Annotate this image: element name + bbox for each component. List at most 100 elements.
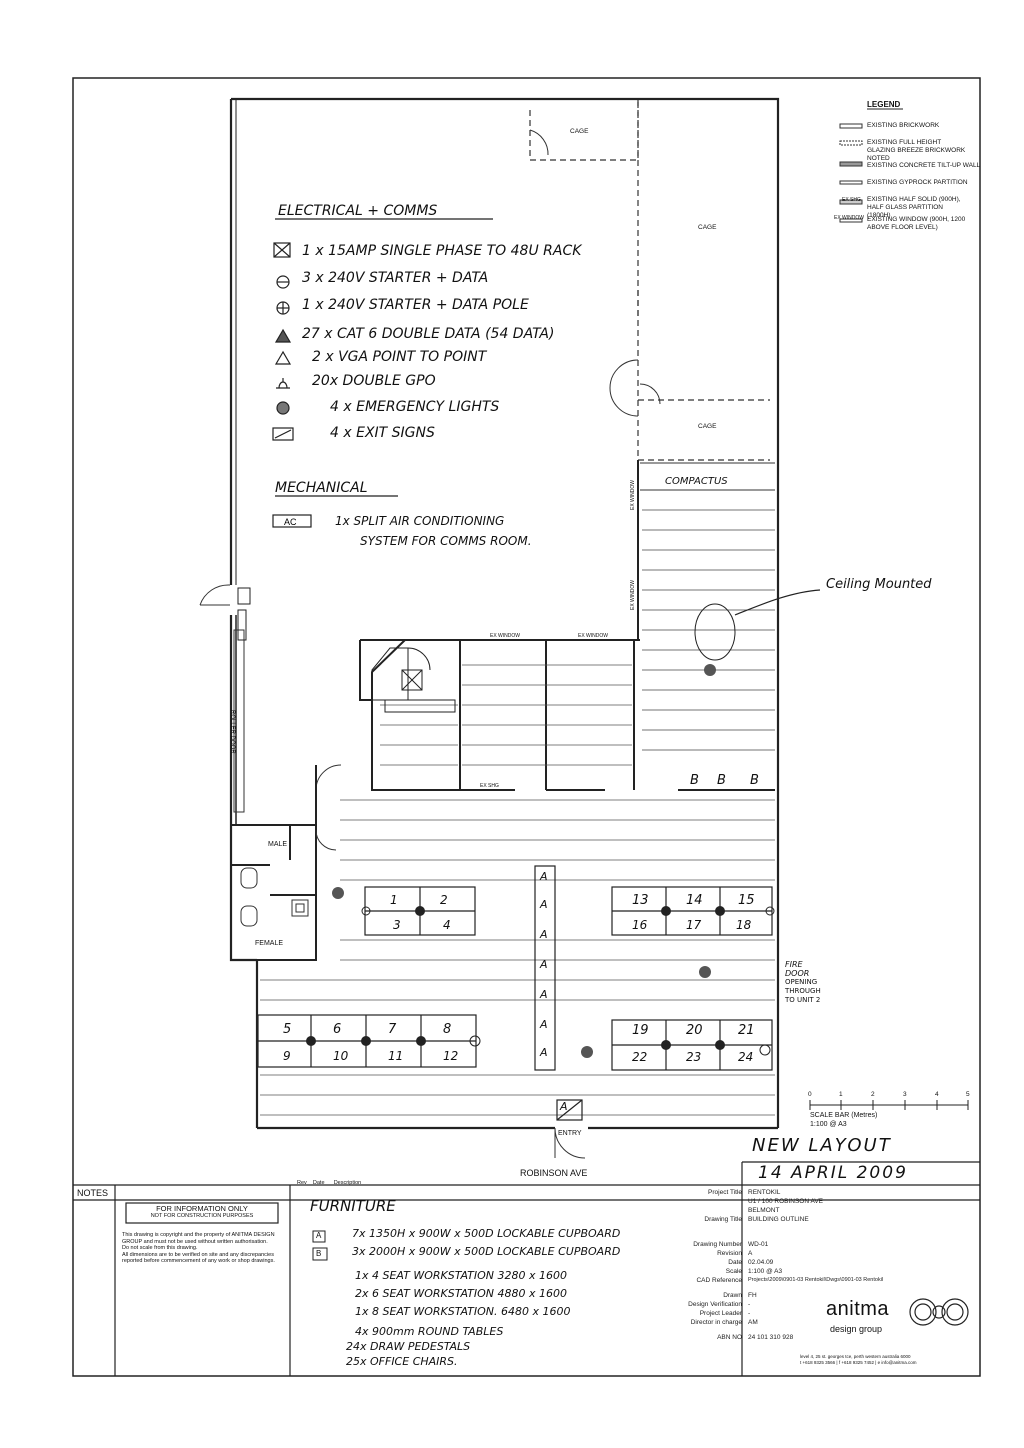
field-design-verification: Design Verification-	[680, 1300, 980, 1309]
scale-tick-1: 1	[839, 1091, 843, 1098]
ws-21: 21	[738, 1023, 755, 1038]
female-label: FEMALE	[255, 940, 284, 947]
field-key: Project Title	[708, 1189, 742, 1196]
ws-16: 16	[632, 918, 648, 932]
field-address: U1 / 100 ROBINSON AVE	[680, 1197, 980, 1206]
fire-door-line-3: OPENING	[785, 978, 818, 986]
roller-door-label: ROLLER DOOR	[229, 710, 235, 754]
ws-4: 4	[443, 918, 451, 932]
field-key: Drawn	[723, 1292, 742, 1299]
field-key: Project Leader	[699, 1310, 742, 1317]
furniture-line-4: 2x 6 SEAT WORKSTATION 4880 x 1600	[355, 1287, 568, 1300]
compactus-shelving	[640, 462, 775, 491]
rev-col-date: Date	[312, 1180, 325, 1186]
cupboard-a-3: A	[540, 928, 548, 941]
ws-7: 7	[388, 1022, 397, 1037]
comms-room	[371, 647, 456, 713]
field-value: 02.04.09	[748, 1259, 774, 1266]
scale-tick-2: 2	[871, 1091, 875, 1098]
field-project-leader: Project Leader-	[680, 1309, 980, 1318]
rev-col-description: Description	[333, 1180, 362, 1186]
legend-item-3: EXISTING CONCRETE TILT-UP WALL	[867, 162, 981, 169]
new-layout-note: NEW LAYOUT	[752, 1135, 892, 1156]
field-key	[680, 1197, 748, 1206]
scale-tick-5: 5	[966, 1091, 970, 1098]
field-key: Director in charge	[690, 1319, 742, 1326]
stamp-line-2: NOT FOR CONSTRUCTION PURPOSES	[150, 1213, 254, 1219]
furniture-line-1: 7x 1350H x 900W x 500D LOCKABLE CUPBOARD	[352, 1227, 621, 1240]
electrical-heading: ELECTRICAL + COMMS	[278, 203, 438, 219]
ws-19: 19	[632, 1023, 649, 1038]
shg-note: EX SHG	[480, 783, 499, 789]
male-label: MALE	[268, 841, 288, 848]
notes-label: NOTES	[77, 1188, 109, 1198]
scale-tick-0: 0	[808, 1091, 812, 1098]
field-value: -	[748, 1301, 751, 1308]
ws-9: 9	[283, 1049, 291, 1063]
scale-bar	[809, 1100, 969, 1110]
legend-item-4: EXISTING GYPROCK PARTITION	[867, 179, 968, 186]
furniture-code-b: B	[316, 1249, 322, 1258]
workstation-outlines	[257, 886, 773, 1071]
furniture-line-8: 25x OFFICE CHAIRS.	[346, 1355, 458, 1368]
office-partitions	[359, 460, 775, 791]
ceiling-mounted-note: Ceiling Mounted	[826, 577, 932, 592]
ws-18: 18	[736, 918, 752, 932]
ws-5: 5	[283, 1022, 292, 1037]
legend-title: LEGEND	[867, 100, 901, 109]
street-label: ROBINSON AVE	[520, 1168, 588, 1178]
ws-20: 20	[686, 1023, 703, 1038]
ws-3: 3	[393, 918, 401, 932]
ws-8: 8	[443, 1022, 452, 1037]
electrical-symbols	[272, 242, 312, 528]
revision-date-note: 14 APRIL 2009	[758, 1163, 908, 1183]
mechanical-line-2: SYSTEM FOR COMMS ROOM.	[360, 534, 532, 548]
electrical-item-1: 1 x 15AMP SINGLE PHASE TO 48U RACK	[302, 243, 582, 259]
ws-12: 12	[443, 1049, 459, 1063]
ws-11: 11	[388, 1049, 404, 1063]
ws-15: 15	[738, 893, 755, 908]
note-line-5: reported before commencement of any work…	[122, 1258, 275, 1264]
building-outline	[229, 97, 780, 1130]
legend-code-shg: EX SHG	[842, 197, 861, 203]
furniture-code-a: A	[316, 1231, 322, 1240]
entry-label: ENTRY	[558, 1130, 582, 1137]
field-key: Scale	[725, 1268, 742, 1275]
note-line-2: GROUP and must not be used without writt…	[122, 1238, 268, 1245]
ws-24: 24	[738, 1050, 754, 1064]
field-suburb: BELMONT	[680, 1206, 980, 1215]
cage-partitions	[529, 100, 770, 461]
data-point-markers	[306, 664, 725, 1058]
scale-tick-3: 3	[903, 1091, 907, 1098]
field-value: U1 / 100 ROBINSON AVE	[748, 1198, 824, 1205]
sheet-border	[72, 77, 981, 1377]
fire-door-line-2: DOOR	[785, 969, 810, 978]
ws-22: 22	[632, 1050, 648, 1064]
roller-door	[233, 629, 245, 813]
cupboard-a-2: A	[540, 898, 548, 911]
field-value: -	[748, 1310, 751, 1317]
note-line-1: This drawing is copyright and the proper…	[122, 1232, 275, 1238]
field-value: 24 101 310 928	[748, 1334, 794, 1341]
field-value: WD-01	[748, 1241, 769, 1248]
cage-label-3: CAGE	[698, 423, 717, 430]
field-value: BELMONT	[748, 1207, 780, 1214]
fire-door-line-5: TO UNIT 2	[785, 996, 821, 1004]
ws-6: 6	[333, 1022, 342, 1037]
legend-item-2: EXISTING FULL HEIGHT GLAZING BREEZE BRIC…	[867, 139, 966, 162]
cupboard-a-4: A	[540, 958, 548, 971]
electrical-item-4: 27 x CAT 6 DOUBLE DATA (54 DATA)	[302, 326, 555, 342]
legend-item-6: EXISTING WINDOW (900H, 1200 ABOVE FLOOR …	[867, 216, 966, 231]
window-note-1: EX WINDOW	[490, 633, 520, 639]
compactus-label: COMPACTUS	[665, 476, 728, 487]
field-value: Projects\2009\0901-03 Rentokil\Dwgs\0901…	[748, 1277, 884, 1283]
cupboard-b-2: B	[717, 773, 726, 788]
mechanical-line-1: 1x SPLIT AIR CONDITIONING	[335, 514, 505, 528]
